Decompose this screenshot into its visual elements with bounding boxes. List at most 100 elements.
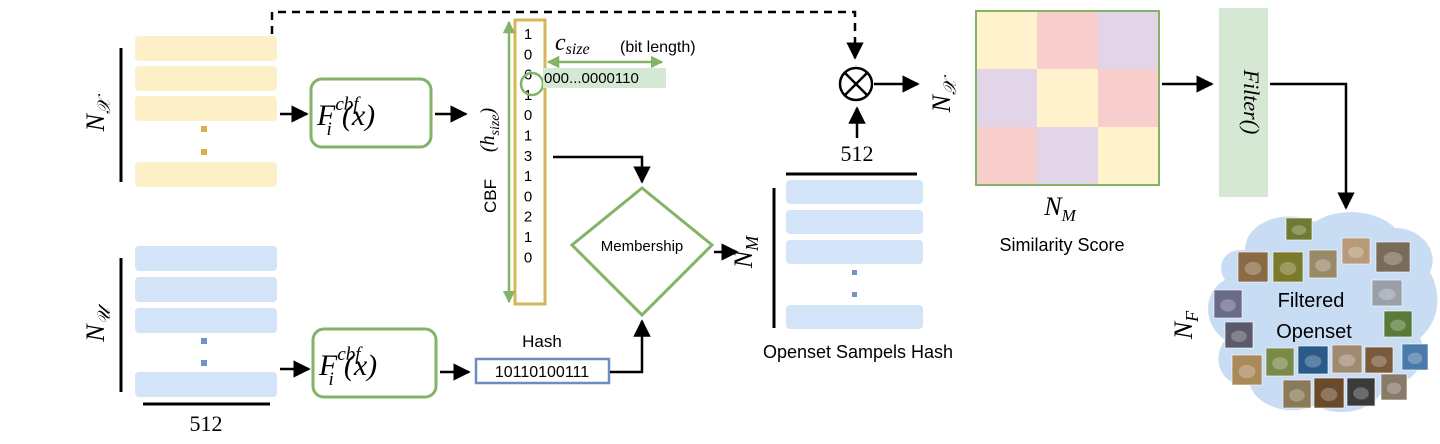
filter-block: Filter() (1219, 8, 1268, 197)
cbf-function-box (309, 77, 433, 149)
filtered-openset-cloud: Filtered Openset NF (1169, 212, 1438, 413)
ellipsis-dot (201, 149, 207, 155)
thumb-cat-1 (1224, 321, 1254, 349)
openset-label: Openset Sampels Hash (763, 342, 953, 362)
thumb-fish (1285, 217, 1313, 241)
thumb-fish-subject (1291, 225, 1307, 235)
c-size-label: csize (555, 30, 590, 58)
dim-bottom-label: 512 (190, 411, 223, 436)
thumb-dog-6-subject (1353, 387, 1369, 400)
thumb-dog-1 (1308, 249, 1338, 279)
thumb-dog-4-subject (1289, 389, 1305, 402)
cbf-counter-value: 0 (524, 46, 532, 63)
thumb-cat-1-subject (1231, 330, 1247, 343)
matrix-cell (1037, 127, 1098, 185)
arrow-filter-to-output (1270, 82, 1355, 210)
thumb-deer-1 (1237, 251, 1269, 283)
thumb-ship-1 (1297, 345, 1329, 375)
n-m-label: NM (729, 235, 762, 269)
h-size-label: (hsize) (477, 108, 503, 153)
thumb-dog-5 (1313, 377, 1345, 409)
thumb-dog-2 (1331, 344, 1363, 374)
membership-diamond (569, 186, 715, 318)
filtered-label-line1: Filtered (1278, 290, 1345, 312)
n-f-label: NF (1169, 310, 1202, 340)
matrix-cell (976, 127, 1037, 185)
ellipsis-dot (201, 360, 207, 366)
hash-title: Hash (522, 332, 562, 351)
dim-512-mid: 512 (841, 141, 874, 166)
cbf-counter-value: 1 (524, 168, 532, 185)
cbf-counter-value: 1 (524, 26, 532, 43)
matrix-cell (1037, 69, 1098, 127)
multiply-cross (844, 72, 868, 96)
openset-hash-row (786, 305, 923, 329)
thumb-truck-1-subject (1383, 251, 1403, 266)
matrix-cell (1098, 11, 1159, 69)
thumb-frog-3-subject (1272, 357, 1288, 370)
known-embedding-row (135, 96, 277, 121)
filter-box (1219, 8, 1268, 197)
multiply-operator (838, 66, 874, 102)
unknown-embedding-row (135, 277, 277, 302)
thumb-car-1 (1371, 279, 1403, 307)
thumb-deer-1-subject (1244, 261, 1262, 276)
thumb-bird-1-subject (1220, 299, 1236, 312)
thumb-cat-2-subject (1386, 382, 1402, 395)
cbf-function-box (311, 327, 438, 399)
openset-hash-row (786, 180, 923, 204)
thumb-dog-5-subject (1320, 387, 1338, 402)
matrix-cell (1098, 69, 1159, 127)
matrix-cell (1098, 127, 1159, 185)
arrow-array-to-membership (553, 155, 651, 184)
filtered-label-line2: Openset (1276, 321, 1352, 343)
cbf-counter-value: 0 (524, 249, 532, 266)
openset-hash-stack: NM Openset Sampels Hash (729, 172, 953, 362)
ellipsis-dot (201, 338, 207, 344)
counter-code-highlight (543, 68, 666, 88)
thumb-ship-1-subject (1304, 355, 1322, 368)
n-u-label: N𝒰 (81, 303, 114, 342)
dashed-known-to-multiply (270, 10, 864, 60)
similarity-matrix: N𝒳 NM Similarity Score (927, 10, 1160, 255)
openset-hash-row (786, 240, 923, 264)
matrix-border (975, 10, 1160, 186)
thumb-cat-2 (1380, 373, 1408, 401)
unknown-embedding-row (135, 246, 277, 271)
matrix-cell (976, 11, 1037, 69)
cbf-counter-value: 0 (524, 188, 532, 205)
thumb-car-1-subject (1378, 288, 1396, 301)
matrix-n-x-label: N𝒳 (927, 74, 960, 113)
openset-hash-row (786, 210, 923, 234)
thumbnail-grid (1213, 217, 1429, 409)
hash-value-box (474, 357, 611, 385)
membership-check: Membership (569, 186, 715, 318)
known-embeddings-stack: N𝒳 (81, 36, 277, 187)
counter-code-value: 000...0000110 (544, 70, 639, 87)
cbf-array-box (513, 18, 547, 306)
thumb-frog-subject (1279, 261, 1297, 276)
matrix-cell (1037, 11, 1098, 69)
thumb-dog-2-subject (1338, 354, 1356, 367)
similarity-score-label: Similarity Score (999, 235, 1124, 255)
thumb-frog (1272, 251, 1304, 283)
thumb-horse-2-subject (1238, 364, 1256, 379)
cbf-counter-value: 1 (524, 128, 532, 145)
hash-block: Hash 10110100111 (474, 332, 611, 385)
thumb-frog-2-subject (1390, 319, 1406, 332)
cbf-counter-value: 0 (524, 107, 532, 124)
cbf-counter-value: 6 (524, 67, 532, 84)
cbf-counter-value: 1 (524, 229, 532, 246)
thumb-dog-6 (1346, 377, 1376, 407)
thumb-dog-3 (1364, 346, 1394, 374)
matrix-cells (975, 10, 1160, 186)
arrow-hash-to-membership (610, 319, 651, 374)
ellipsis-dot (852, 270, 857, 275)
thumb-horse-1 (1341, 237, 1371, 265)
thumb-dog-3-subject (1371, 355, 1387, 368)
